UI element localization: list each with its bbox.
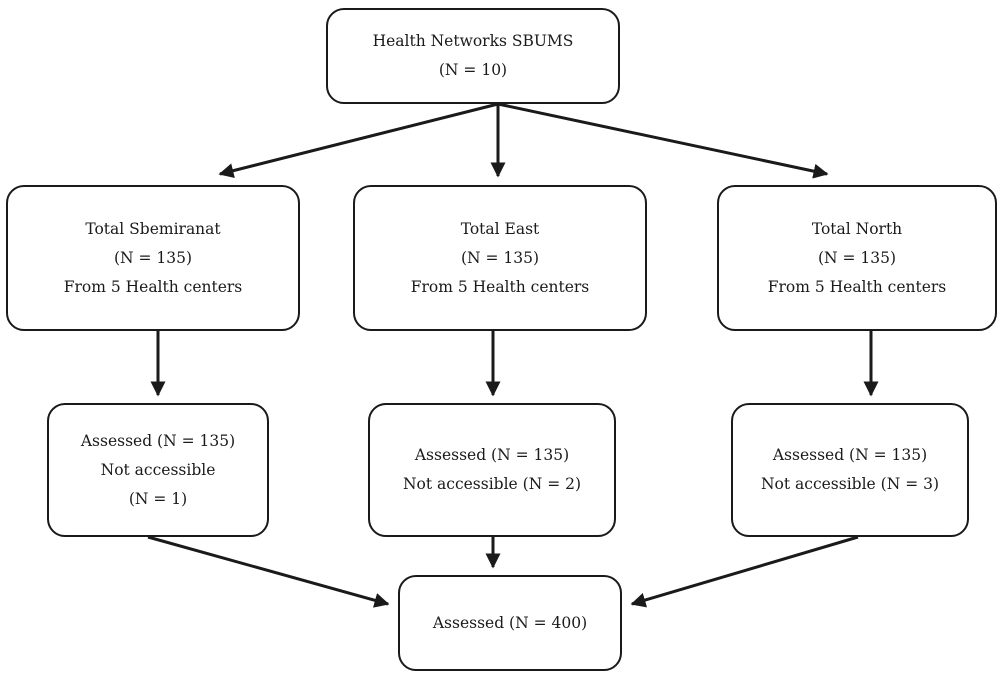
node-east-source: From 5 Health centers — [410, 277, 590, 296]
node-top-count: (N = 10) — [438, 61, 508, 79]
node-assessed-west-label: Not accessible — [100, 460, 216, 479]
node-west-count: (N = 135) — [113, 248, 193, 267]
node-assessed-sbemiranat: Assessed (N = 135) Not accessible (N = 1… — [47, 403, 269, 537]
edge-top-to-north — [497, 102, 829, 179]
edge-assessed-west-to-final — [147, 535, 390, 608]
node-assessed-north-count: Assessed (N = 135) — [772, 446, 928, 464]
edge-top-to-west — [218, 102, 499, 178]
node-health-networks: Health Networks SBUMS (N = 10) — [326, 8, 620, 104]
node-north-title: Total North — [811, 219, 903, 238]
node-assessed-west-count: Assessed (N = 135) — [80, 431, 236, 450]
edge-assessed-north-to-final — [630, 535, 859, 608]
node-total-east: Total East (N = 135) From 5 Health cente… — [353, 185, 647, 331]
node-assessed-total: Assessed (N = 400) — [398, 575, 622, 671]
node-total-north: Total North (N = 135) From 5 Health cent… — [717, 185, 997, 331]
node-final-count: Assessed (N = 400) — [432, 613, 588, 632]
node-north-count: (N = 135) — [817, 248, 897, 267]
node-north-source: From 5 Health centers — [767, 277, 947, 296]
node-assessed-east: Assessed (N = 135) Not accessible (N = 2… — [368, 403, 616, 537]
node-assessed-north: Assessed (N = 135) Not accessible (N = 3… — [731, 403, 969, 537]
node-assessed-north-missing: Not accessible (N = 3) — [760, 475, 940, 493]
node-east-title: Total East — [460, 219, 540, 238]
node-total-sbemiranat: Total Sbemiranat (N = 135) From 5 Health… — [6, 185, 300, 331]
node-assessed-east-missing: Not accessible (N = 2) — [402, 475, 582, 493]
node-west-title: Total Sbemiranat — [85, 219, 221, 238]
node-top-title: Health Networks SBUMS — [372, 32, 574, 50]
node-west-source: From 5 Health centers — [63, 277, 243, 296]
node-assessed-east-count: Assessed (N = 135) — [414, 446, 570, 464]
node-assessed-west-missing: (N = 1) — [128, 489, 188, 508]
node-east-count: (N = 135) — [460, 248, 540, 267]
